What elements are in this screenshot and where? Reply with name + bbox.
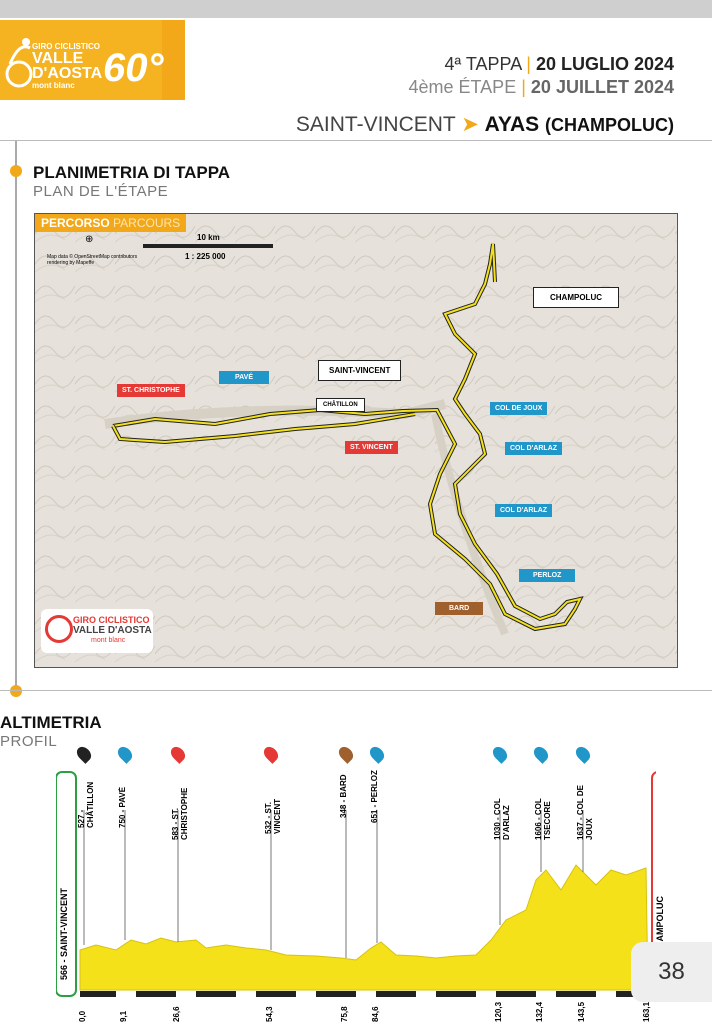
event-logo: GIRO CICLISTICO VALLE D'AOSTA mont blanc… (0, 20, 185, 100)
logo-line1: GIRO CICLISTICO (32, 42, 100, 51)
flag-col-de-joux: COL DE JOUX (490, 402, 548, 415)
flag-st-christophe: ST. CHRISTOPHE (117, 384, 185, 397)
profile-label: 527 - CHÂTILLON (77, 781, 95, 828)
map-logo-line3: mont blanc (91, 637, 126, 644)
profile-label: 1030 - COL D'ARLAZ (493, 798, 511, 840)
flag-perloz: PERLOZ (519, 569, 576, 582)
km-mark: 9,1 (119, 1010, 128, 1022)
start-label: 566 - SAINT-VINCENT (59, 887, 69, 980)
profile-subtitle: PROFIL (0, 733, 58, 750)
stage-fr: 4ème ÉTAPE | 20 JUILLET 2024 (408, 77, 674, 97)
timeline-dot (10, 685, 22, 697)
label-champoluc: CHAMPOLUC (533, 287, 619, 308)
map-credit: Map data © OpenStreetMap contributors re… (47, 254, 138, 266)
scale-km: 10 km (197, 233, 220, 242)
elevation-profile: 527 - CHÂTILLON 750 - PAVÉ 583 - ST. CHR… (55, 744, 673, 1023)
stage-it: 4ª TAPPA | 20 LUGLIO 2024 (444, 54, 674, 74)
profile-label: 348 - BARD (339, 774, 348, 818)
map-logo-line1: GIRO CICLISTICO (73, 615, 150, 625)
map-title: PLANIMETRIA DI TAPPA (33, 163, 231, 182)
map-tag-label: PERCORSO (41, 216, 110, 230)
map-tag-fr: PARCOURS (113, 216, 181, 230)
route-map[interactable]: PERCORSO PARCOURS ⊕ 10 km 1 : 225 000 Ma… (34, 213, 678, 668)
scale-bar (143, 244, 273, 248)
map-logo-line2: VALLE D'AOSTA (73, 625, 152, 636)
stage-it-date: 20 LUGLIO 2024 (535, 54, 674, 74)
cyclist-icon (5, 38, 33, 88)
flag-bard: BARD (435, 602, 484, 615)
edition-number: 60° (103, 46, 164, 90)
km-mark: 26,6 (172, 1006, 181, 1022)
map-subtitle: PLAN DE L'ÉTAPE (33, 183, 169, 200)
route-to-sub: (CHAMPOLUC) (545, 115, 674, 135)
km-mark: 143,5 (577, 1001, 586, 1022)
logo-line2: VALLE (32, 50, 84, 67)
km-mark: 132,4 (535, 1001, 544, 1022)
logo-line3: D'AOSTA (32, 65, 103, 82)
stage-it-prefix: 4ª TAPPA (444, 54, 522, 74)
km-mark: 0,0 (78, 1010, 87, 1022)
km-mark: 54,3 (265, 1006, 274, 1022)
elevation-chart (55, 771, 673, 997)
section-divider (0, 690, 712, 691)
profile-label: 532 - ST. VINCENT (264, 798, 282, 834)
km-mark: 75,8 (340, 1006, 349, 1022)
km-mark: 84,6 (371, 1006, 380, 1022)
compass-icon: ⊕ (85, 234, 94, 245)
label-saint-vincent: SAINT-VINCENT (318, 360, 402, 381)
flag-pave: PAVÉ (219, 371, 270, 384)
stage-fr-prefix: 4ème ÉTAPE (408, 77, 517, 97)
km-mark: 163,1 (642, 1001, 651, 1022)
route-from: SAINT-VINCENT (295, 113, 456, 136)
profile-title: ALTIMETRIA (0, 713, 102, 732)
map-tag: PERCORSO PARCOURS (35, 214, 187, 232)
km-mark: 120,3 (494, 1001, 503, 1022)
flag-st-vincent: ST. VINCENT (345, 441, 398, 454)
profile-label: 750 - PAVÉ (118, 786, 127, 828)
logo-line4: mont blanc (32, 81, 75, 90)
page-number: 38 (631, 942, 712, 1002)
timeline-line (15, 141, 17, 690)
route-title: SAINT-VINCENT ➤ AYAS (CHAMPOLUC) (296, 112, 674, 137)
timeline-dot (10, 165, 22, 177)
profile-label: 1637 - COL DE JOUX (576, 785, 594, 840)
label-chatillon: CHÂTILLON (316, 398, 365, 412)
map-logo-icon (45, 615, 73, 643)
top-bar (0, 0, 712, 18)
scale-ratio: 1 : 225 000 (185, 252, 226, 261)
flag-col-darlaz-2: COL D'ARLAZ (495, 504, 553, 517)
stage-fr-date: 20 JUILLET 2024 (530, 77, 674, 97)
profile-label: 1606 - COL TSECORE (534, 798, 552, 840)
header-divider (0, 140, 712, 141)
profile-label: 583 - ST. CHRISTOPHE (171, 787, 189, 840)
route-to: AYAS (484, 113, 540, 136)
map-logo: GIRO CICLISTICO VALLE D'AOSTA mont blanc (41, 609, 153, 653)
route-arrow-icon: ➤ (461, 113, 479, 136)
profile-label: 651 - PERLOZ (370, 770, 379, 823)
flag-col-darlaz-1: COL D'ARLAZ (505, 442, 563, 455)
